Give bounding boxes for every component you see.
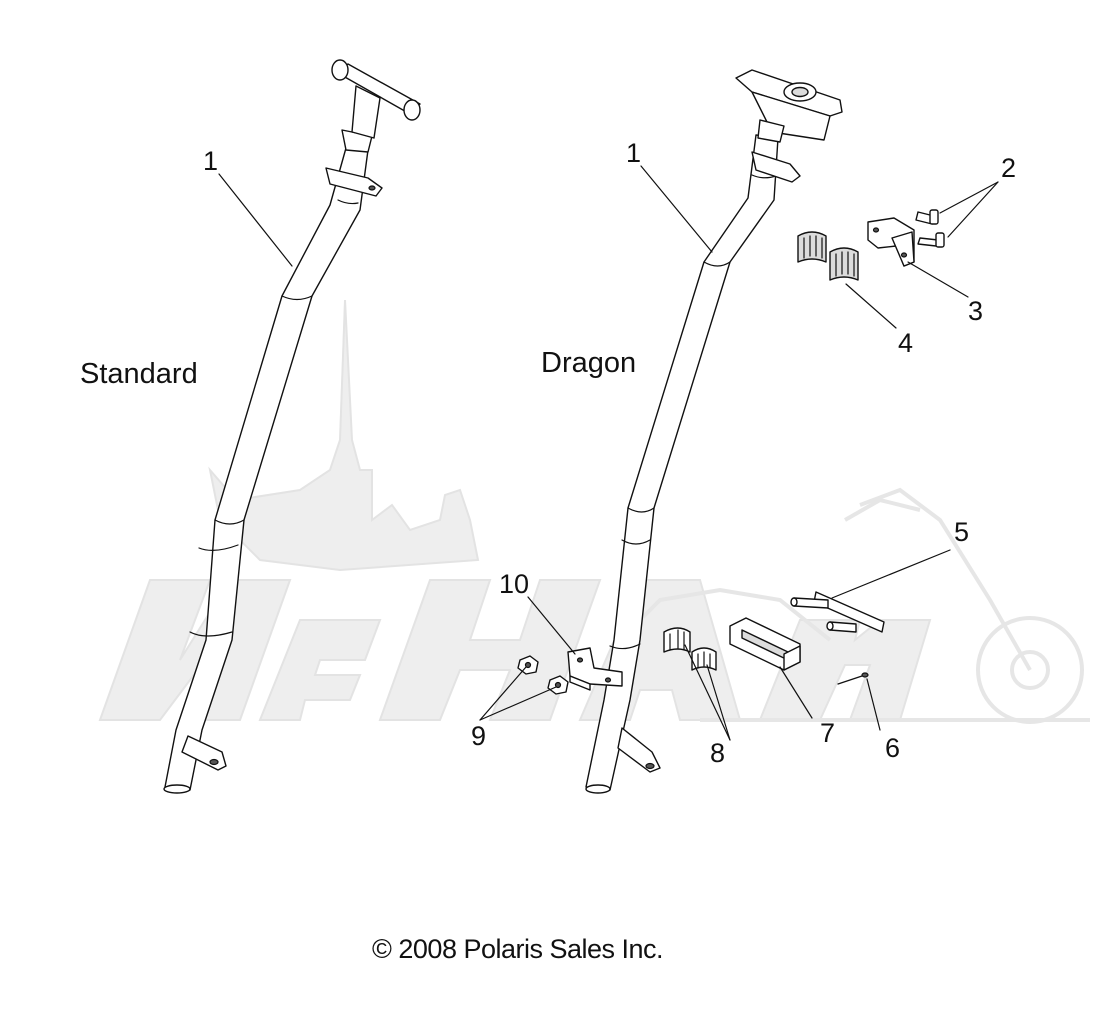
callout-9: 9 [471,721,487,751]
copyright-notice: © 2008 Polaris Sales Inc. [372,934,664,964]
variant-label-dragon: Dragon [541,347,637,379]
part-7-block [729,617,801,671]
dragon-steering-column [585,69,843,794]
callout-7: 7 [820,718,836,748]
leader-lines [218,165,999,741]
part-6-cotter-pin [837,672,869,685]
part-4-bushings [797,231,859,281]
part-2-bolts [915,209,945,248]
callout-2: 2 [1001,153,1017,183]
part-5-bracket-pins [790,591,885,633]
callout-4: 4 [898,328,914,358]
standard-steering-column [163,59,421,794]
callout-3: 3 [968,296,984,326]
callout-10: 10 [499,569,530,599]
callout-6: 6 [885,733,901,763]
part-3-bracket [867,217,915,267]
part-9-nuts [517,655,569,695]
callout-1-dragon: 1 [626,138,642,168]
variant-label-standard: Standard [80,358,198,390]
part-8-bushings [663,627,717,671]
part-10-bracket [567,647,623,691]
callout-5: 5 [954,517,970,547]
callout-1-standard: 1 [203,146,219,176]
callout-8: 8 [710,738,726,768]
